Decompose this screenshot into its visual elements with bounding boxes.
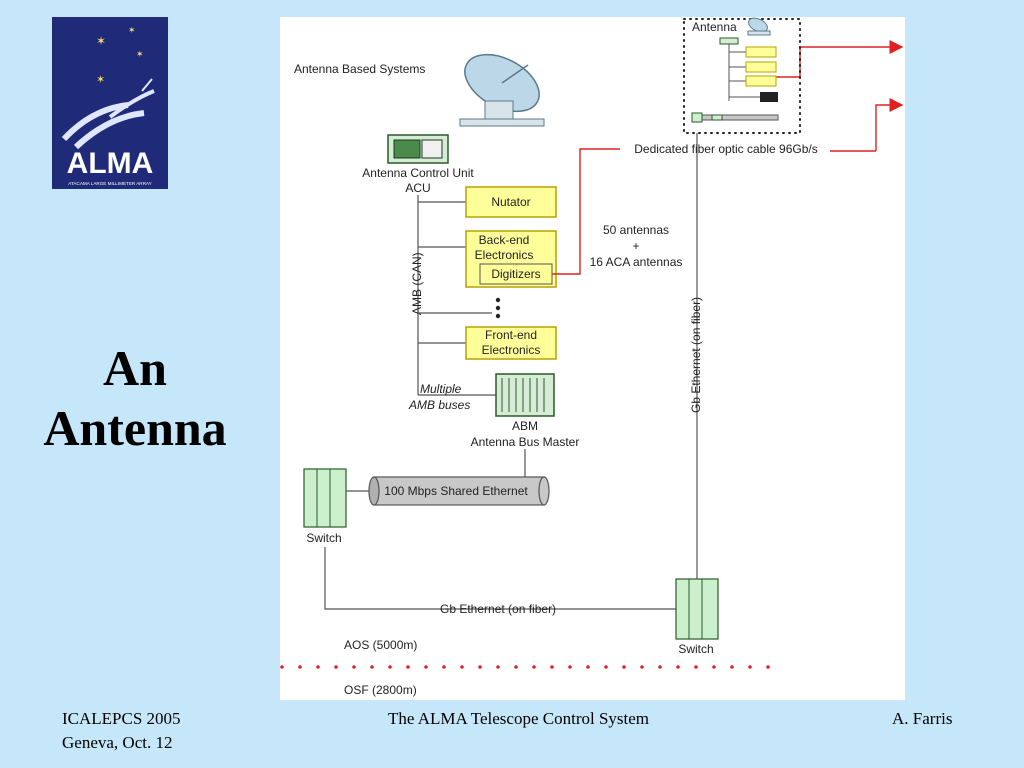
nutator-label: Nutator xyxy=(491,195,530,209)
antenna-system-diagram: Antenna Based Systems Antenna Control Un… xyxy=(280,17,904,697)
dish-arc-icon xyxy=(108,89,155,119)
antennas-count-3: 16 ACA antennas xyxy=(590,255,683,269)
switch-left-icon xyxy=(303,468,347,528)
alma-logo-graphic: ✶ ✶ ✶ ✶ ALMA ATACAMA LARGE MILLIMETER AR… xyxy=(52,17,168,189)
antenna-mini-icon xyxy=(691,17,779,123)
dish-arc-icon xyxy=(73,110,145,150)
abm-label-2: Antenna Bus Master xyxy=(471,435,580,449)
switch-right-label: Switch xyxy=(678,642,713,656)
logo-text: ALMA xyxy=(67,147,154,180)
aos-label: AOS (5000m) xyxy=(344,638,417,652)
amb-can-label: AMB (CAN) xyxy=(410,252,424,315)
title-line-2: Antenna xyxy=(43,400,227,456)
more-devices-icon xyxy=(495,297,501,319)
digitizers-label: Digitizers xyxy=(491,267,540,281)
antennas-count-1: 50 antennas xyxy=(603,223,669,237)
multiple-amb-label-1: Multiple xyxy=(420,382,462,396)
abm-label-1: ABM xyxy=(512,419,538,433)
frontend-box xyxy=(465,326,557,360)
footer-author: A. Farris xyxy=(892,709,953,728)
antennas-count-2: + xyxy=(632,239,639,253)
diagram-panel: Antenna Based Systems Antenna Control Un… xyxy=(280,17,905,700)
abm-device-icon xyxy=(495,373,555,417)
fiber-cable-label: Dedicated fiber optic cable 96Gb/s xyxy=(634,142,817,156)
footer-left-line-1: ICALEPCS 2005 xyxy=(62,709,181,728)
frontend-label-1: Front-end xyxy=(485,328,537,342)
dish-arc-icon xyxy=(61,102,129,142)
frontend-label-2: Electronics xyxy=(482,343,541,357)
footer-title: The ALMA Telescope Control System xyxy=(388,709,650,728)
antenna-group-box xyxy=(683,18,801,134)
logo-subtitle: ATACAMA LARGE MILLIMETER ARRAY xyxy=(68,181,151,186)
switch-right-icon xyxy=(675,578,719,640)
footer-conference: ICALEPCS 2005 Geneva, Oct. 12 xyxy=(62,707,181,755)
antenna-small-label: Antenna xyxy=(692,20,737,34)
slide-title: An Antenna xyxy=(20,338,250,458)
alma-logo: ✶ ✶ ✶ ✶ ALMA ATACAMA LARGE MILLIMETER AR… xyxy=(52,17,168,189)
shared-ethernet-label: 100 Mbps Shared Ethernet xyxy=(384,484,528,498)
osf-label: OSF (2800m) xyxy=(344,683,417,697)
gb-ethernet-horizontal-label: Gb Ethernet (on fiber) xyxy=(440,602,556,616)
multiple-amb-label-2: AMB buses xyxy=(408,398,470,412)
acu-label-1: Antenna Control Unit xyxy=(362,166,474,180)
star-icon: ✶ xyxy=(128,26,136,36)
title-line-1: An xyxy=(103,340,167,396)
antenna-dish-icon xyxy=(459,53,545,127)
antenna-systems-label: Antenna Based Systems xyxy=(294,62,425,76)
acu-device-icon xyxy=(387,134,449,164)
star-icon: ✶ xyxy=(136,50,144,60)
acu-label-2: ACU xyxy=(405,181,430,195)
star-icon: ✶ xyxy=(96,34,106,48)
gb-ethernet-vertical-label: Gb Ethernet (on fiber) xyxy=(689,297,703,413)
star-icon: ✶ xyxy=(96,73,105,86)
shared-ethernet-bus xyxy=(368,476,550,506)
switch-left-label: Switch xyxy=(306,531,341,545)
backend-label-2: Electronics xyxy=(475,248,534,262)
footer-left-line-2: Geneva, Oct. 12 xyxy=(62,733,173,752)
backend-label-1: Back-end xyxy=(479,233,530,247)
nutator-box xyxy=(465,186,557,218)
